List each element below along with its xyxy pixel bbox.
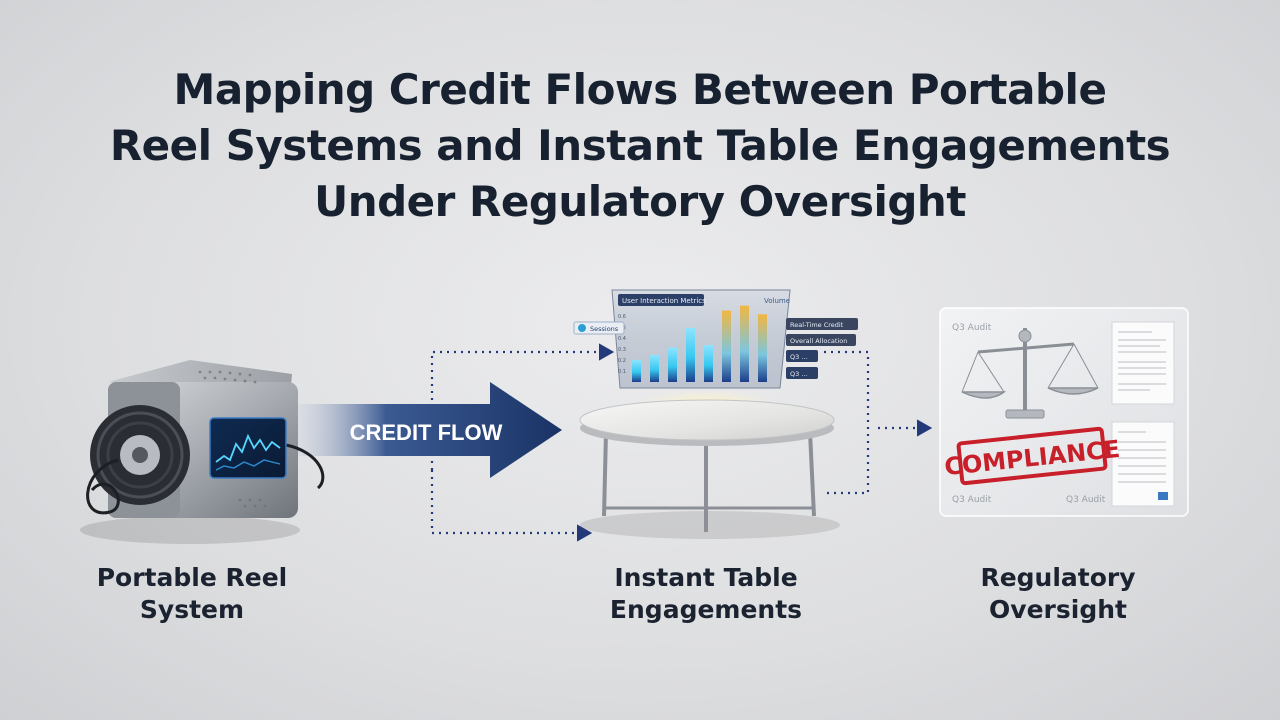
- title-line-3: Under Regulatory Oversight: [314, 177, 966, 226]
- dotted-connectors: [430, 343, 933, 542]
- cable-right: [285, 443, 325, 490]
- holo-bar-6: [722, 310, 731, 382]
- holo-bar-2: [650, 354, 659, 382]
- holo-bar-7: [740, 305, 749, 382]
- holo-bar-5: [704, 345, 713, 382]
- holo-tag: Q3 ...: [786, 350, 818, 362]
- table-top: [579, 399, 835, 441]
- node-label-table: Instant Table Engagements: [574, 562, 838, 626]
- credit-flow-label: CREDIT FLOW: [350, 420, 503, 445]
- holo-tag-label: Q3 ...: [790, 353, 808, 361]
- connector-holo-to-table: [824, 350, 870, 495]
- holo-side-tag-label: Sessions: [590, 325, 619, 333]
- title-line-2: Reel Systems and Instant Table Engagemen…: [109, 121, 1171, 170]
- holo-tag-label: Overall Allocation: [790, 337, 847, 345]
- holo-bar-1: [632, 359, 641, 382]
- node-label-oversight-line-2: Oversight: [989, 595, 1127, 624]
- holo-axis-label: 0.2: [618, 358, 626, 364]
- cable-reel: [90, 405, 190, 505]
- connector-to-table-bottom: [430, 470, 593, 542]
- cable: [86, 458, 120, 515]
- holo-axis-label: 0.4: [618, 336, 626, 342]
- vent-grille: [198, 370, 267, 508]
- holo-tag: Q3 ...: [786, 367, 818, 379]
- holo-axis-label: 0.6: [618, 314, 626, 320]
- node-label-table-line-2: Engagements: [609, 595, 803, 624]
- holo-tag: Real-Time Credit: [786, 318, 858, 330]
- holo-tag-label: Q3 ...: [790, 370, 808, 378]
- holo-corner-label: Volume: [764, 297, 790, 305]
- title-line-1: Mapping Credit Flows Between Portable: [173, 65, 1107, 114]
- holo-header: User Interaction Metrics: [622, 297, 706, 305]
- holo-bar-8: [758, 314, 767, 382]
- holo-bars: [632, 305, 767, 382]
- audit-label-bottom-left: Q3 Audit: [952, 495, 992, 505]
- compliance-panel: Q3 Audit: [939, 307, 1189, 517]
- audit-document-1: [1111, 321, 1175, 405]
- holo-metrics-panel: User Interaction Metrics Volume 0.60.50.…: [573, 289, 858, 389]
- holo-axis-label: 0.1: [618, 369, 626, 375]
- holo-bar-4: [686, 327, 695, 382]
- node-label-reel: Portable Reel System: [62, 562, 322, 626]
- audit-label-top: Q3 Audit: [952, 323, 992, 333]
- audit-document-2: [1111, 421, 1175, 507]
- reel-device: [80, 360, 325, 544]
- instant-table: [579, 390, 840, 539]
- device-screen: [209, 417, 287, 479]
- node-label-oversight-line-1: Regulatory: [980, 563, 1136, 592]
- page-title: Mapping Credit Flows Between Portable Re…: [0, 62, 1280, 230]
- holo-tag: Overall Allocation: [786, 334, 856, 346]
- holo-side-tag: Sessions: [573, 321, 625, 335]
- connector-to-holo: [430, 343, 615, 470]
- credit-flow-arrow: CREDIT FLOW: [292, 382, 562, 478]
- holo-axis-label: 0.3: [618, 347, 626, 353]
- node-label-oversight: Regulatory Oversight: [928, 562, 1188, 626]
- node-label-table-line-1: Instant Table: [614, 563, 798, 592]
- node-label-reel-line-1: Portable Reel: [96, 563, 288, 592]
- holo-tag-label: Real-Time Credit: [790, 321, 844, 329]
- node-label-reel-line-2: System: [139, 595, 245, 624]
- audit-label-bottom-right: Q3 Audit: [1066, 495, 1106, 505]
- holo-bar-3: [668, 347, 677, 382]
- scales-icon: [961, 328, 1099, 419]
